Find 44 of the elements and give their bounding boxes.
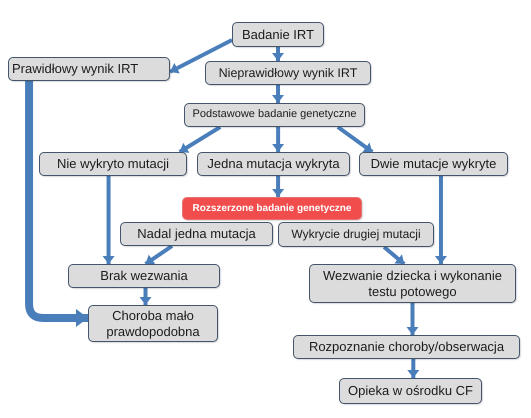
arrow xyxy=(382,245,406,266)
arrow xyxy=(169,38,233,74)
arrow xyxy=(140,288,152,305)
arrow xyxy=(336,125,374,154)
process-box xyxy=(68,264,220,288)
process-box xyxy=(205,61,371,85)
arrow xyxy=(144,244,174,266)
step-label: Nadal jedna mutacja xyxy=(137,226,256,242)
arrow xyxy=(102,176,115,264)
process-box xyxy=(120,222,273,246)
process-box xyxy=(197,152,350,176)
arrow xyxy=(406,303,418,335)
step-label: Choroba mało prawdopodobna xyxy=(105,308,201,340)
arrow xyxy=(178,125,222,154)
process-box xyxy=(232,22,324,47)
step-label: Podstawowe badanie genetyczne xyxy=(192,108,356,122)
arrow xyxy=(434,176,447,264)
arrow xyxy=(25,81,88,327)
arrow xyxy=(272,85,284,103)
process-box xyxy=(293,335,520,359)
step-label: Prawidłowy wynik IRT xyxy=(12,61,138,77)
process-box xyxy=(184,103,365,127)
step-label: Brak wezwania xyxy=(100,268,188,284)
step-label: Nieprawidłowy wynik IRT xyxy=(218,66,358,80)
step-label: Jedna mutacja wykryta xyxy=(207,156,340,172)
step-label: Wezwanie dziecka i wykonanie testu potowego xyxy=(322,268,503,300)
process-box xyxy=(8,57,170,81)
process-box xyxy=(309,264,516,303)
step-label: Opieka w ośrodku CF xyxy=(348,383,473,399)
arrow xyxy=(272,127,284,152)
step-label: Wykrycie drugiej mutacji xyxy=(291,227,421,242)
step-label: Dwie mutacje wykryte xyxy=(370,156,496,172)
highlighted-process-box xyxy=(182,197,362,220)
step-label: Rozszerzone badanie genetyczne xyxy=(192,202,352,214)
arrow xyxy=(272,47,284,61)
process-box xyxy=(359,152,508,176)
process-box xyxy=(39,152,187,176)
arrow xyxy=(407,359,420,378)
step-label: Nie wykryto mutacji xyxy=(57,156,169,172)
step-label: Badanie IRT xyxy=(242,26,314,42)
process-box xyxy=(339,378,482,404)
step-label: Rozpoznanie choroby/obserwacja xyxy=(308,339,504,355)
process-box xyxy=(278,222,434,247)
process-box xyxy=(88,305,218,342)
